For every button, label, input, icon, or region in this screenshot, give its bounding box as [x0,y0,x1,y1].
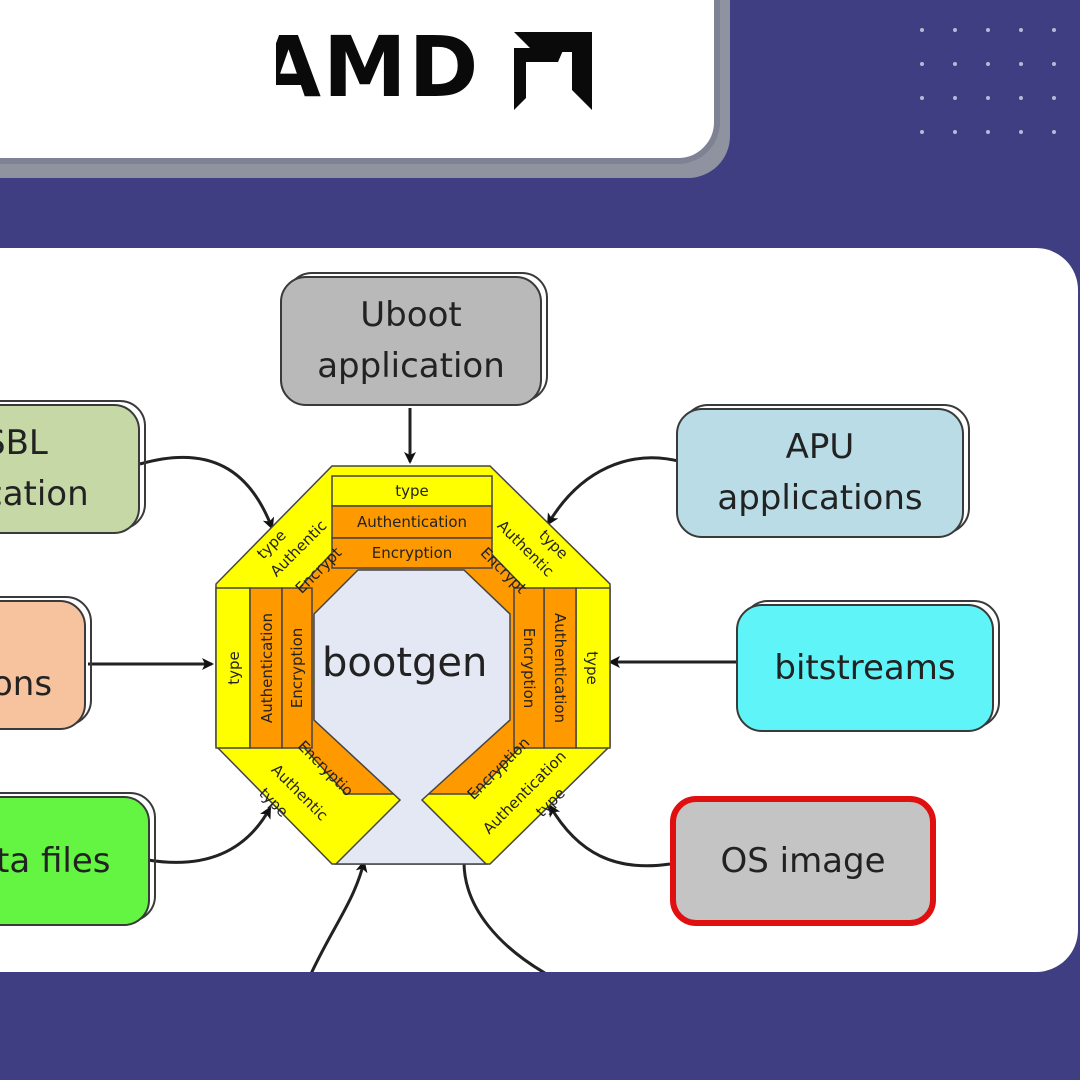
octagon-core [313,569,511,865]
bootgen-octagon [215,465,611,865]
node-uboot-application: Uboot application [280,272,548,406]
top-encryption-label: Encryption [372,544,453,562]
logo-card: AMD [0,0,720,164]
os-image-face: OS image [670,796,936,926]
apu-line2: applications [717,478,923,518]
bootgen-label: bootgen [322,640,488,686]
partitions-line1: ons [0,664,53,704]
data-files-line1: ta files [0,840,111,881]
node-os-image: OS image [670,796,936,926]
arrow-data-files [147,806,272,864]
left-authentication-label: Authentication [258,613,276,723]
top-authentication-label: Authentication [357,513,467,531]
amd-logo-text: AMD [276,32,480,116]
top-type-label: type [395,482,429,500]
arrow-bottom-left [310,860,368,972]
amd-arrow-icon [514,32,592,110]
dot-grid [920,28,1056,134]
arrow-apu [546,456,683,526]
data-files-face: ta files [0,796,150,926]
uboot-face: Uboot application [280,276,542,406]
node-apu-applications: APU applications [676,404,970,538]
partitions-face: ons [0,600,86,730]
amd-logo: AMD [276,32,592,116]
uboot-line1: Uboot [360,295,462,335]
right-type-label: type [583,651,601,685]
right-authentication-label: Authentication [551,613,569,723]
node-data-files: ta files [0,792,156,926]
fsbl-face: SBL cation [0,404,140,534]
os-image-line1: OS image [720,840,886,881]
apu-line1: APU [785,427,855,467]
bootgen-diagram: type Authentication Encryption type Auth… [88,408,736,972]
line-bottom-right [462,861,547,972]
left-encryption-label: Encryption [288,628,306,709]
node-fsbl-application: SBL cation [0,400,146,534]
arrow-os-image [548,804,671,868]
apu-face: APU applications [676,408,964,538]
right-encryption-label: Encryption [520,628,538,709]
left-type-label: type [225,651,243,685]
bitstreams-face: bitstreams [736,604,994,732]
fsbl-line1: SBL [0,423,48,463]
bitstreams-line1: bitstreams [774,647,956,688]
diagram-panel: type Authentication Encryption type Auth… [0,248,1078,972]
connectors [88,408,736,972]
fsbl-line2: cation [0,474,89,514]
node-bitstreams: bitstreams [736,600,1000,732]
uboot-line2: application [317,346,505,386]
node-partitions: ons [0,596,92,730]
arrow-fsbl [139,455,275,530]
